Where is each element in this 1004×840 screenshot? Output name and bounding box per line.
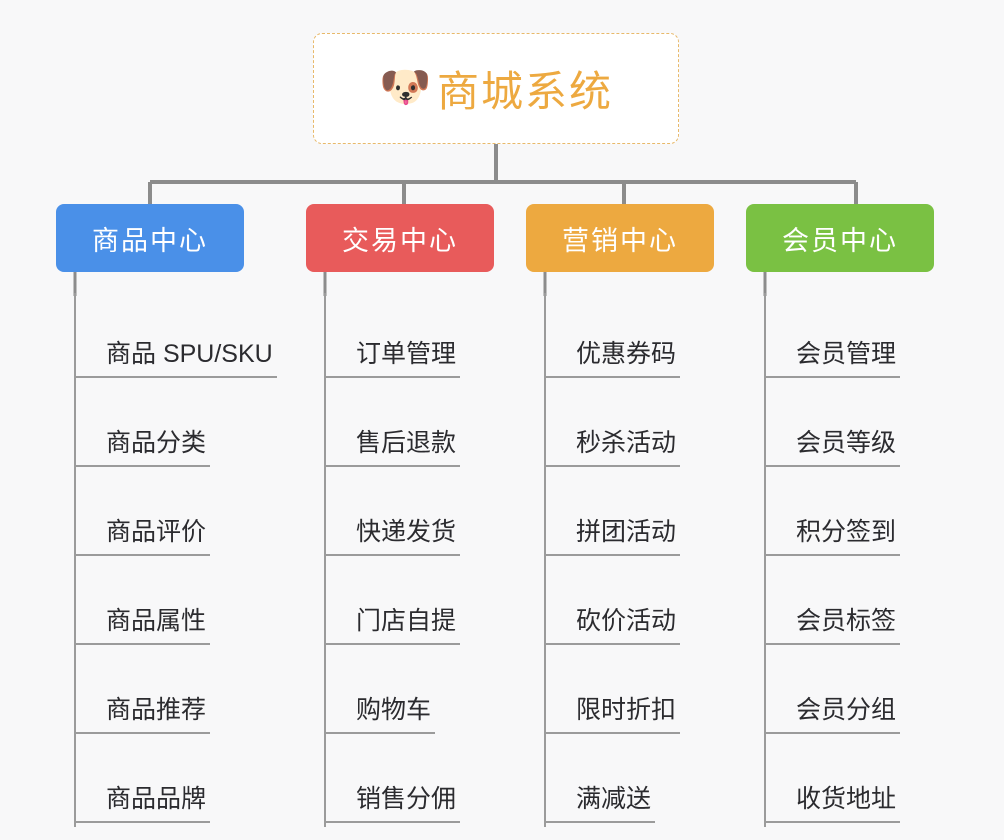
branch-column-商品中心: 商品中心 商品 SPU/SKU 商品分类 商品评价 商品属性 商品推荐 商品品牌	[56, 204, 306, 827]
branch-header-label: 商品中心	[92, 225, 208, 256]
branch-header-label: 交易中心	[342, 225, 458, 256]
leaf-item[interactable]: 砍价活动	[546, 560, 746, 649]
leaf-item[interactable]: 门店自提	[326, 560, 526, 649]
leaf-label: 秒杀活动	[546, 423, 681, 467]
leaf-item[interactable]: 会员等级	[766, 382, 966, 471]
leaf-label: 会员标签	[766, 601, 901, 645]
leaf-item[interactable]: 销售分佣	[326, 738, 526, 827]
leaf-list-3: 会员管理 会员等级 积分签到 会员标签 会员分组 收货地址	[764, 293, 966, 827]
branch-header-0[interactable]: 商品中心	[56, 204, 244, 272]
leaf-item[interactable]: 积分签到	[766, 471, 966, 560]
leaf-label: 商品分类	[76, 423, 211, 467]
leaf-label: 限时折扣	[546, 690, 681, 734]
leaf-label: 销售分佣	[326, 779, 461, 823]
leaf-label: 订单管理	[326, 334, 461, 378]
leaf-label: 购物车	[326, 690, 436, 734]
leaf-list-1: 订单管理 售后退款 快递发货 门店自提 购物车 销售分佣	[324, 293, 526, 827]
leaf-label: 商品评价	[76, 512, 211, 556]
leaf-item[interactable]: 拼团活动	[546, 471, 746, 560]
leaf-item[interactable]: 商品属性	[76, 560, 306, 649]
branch-column-会员中心: 会员中心 会员管理 会员等级 积分签到 会员标签 会员分组 收货地址	[746, 204, 966, 827]
leaf-label: 收货地址	[766, 779, 901, 823]
leaf-item[interactable]: 商品推荐	[76, 649, 306, 738]
leaf-item[interactable]: 秒杀活动	[546, 382, 746, 471]
leaf-item[interactable]: 满减送	[546, 738, 746, 827]
leaf-label: 会员分组	[766, 690, 901, 734]
leaf-label: 商品品牌	[76, 779, 211, 823]
branch-header-2[interactable]: 营销中心	[526, 204, 714, 272]
leaf-item[interactable]: 商品品牌	[76, 738, 306, 827]
root-node[interactable]: 🐶 商城系统	[313, 33, 679, 144]
leaf-item[interactable]: 商品评价	[76, 471, 306, 560]
leaf-item[interactable]: 商品分类	[76, 382, 306, 471]
leaf-item[interactable]: 会员分组	[766, 649, 966, 738]
leaf-label: 满减送	[546, 779, 656, 823]
leaf-label: 拼团活动	[546, 512, 681, 556]
leaf-item[interactable]: 购物车	[326, 649, 526, 738]
leaf-item[interactable]: 收货地址	[766, 738, 966, 827]
branch-column-营销中心: 营销中心 优惠券码 秒杀活动 拼团活动 砍价活动 限时折扣 满减送	[526, 204, 746, 827]
leaf-label: 门店自提	[326, 601, 461, 645]
leaf-list-0: 商品 SPU/SKU 商品分类 商品评价 商品属性 商品推荐 商品品牌	[74, 293, 306, 827]
root-title: 商城系统	[436, 68, 613, 115]
leaf-label: 积分签到	[766, 512, 901, 556]
leaf-label: 商品推荐	[76, 690, 211, 734]
branch-column-交易中心: 交易中心 订单管理 售后退款 快递发货 门店自提 购物车 销售分佣	[306, 204, 526, 827]
leaf-label: 会员管理	[766, 334, 901, 378]
leaf-label: 商品 SPU/SKU	[76, 334, 277, 378]
leaf-item[interactable]: 商品 SPU/SKU	[76, 293, 306, 382]
leaf-item[interactable]: 订单管理	[326, 293, 526, 382]
leaf-label: 砍价活动	[546, 601, 681, 645]
leaf-label: 商品属性	[76, 601, 211, 645]
branch-header-3[interactable]: 会员中心	[746, 204, 934, 272]
branch-header-1[interactable]: 交易中心	[306, 204, 494, 272]
branch-header-label: 营销中心	[562, 225, 678, 256]
leaf-label: 售后退款	[326, 423, 461, 467]
leaf-label: 优惠券码	[546, 334, 681, 378]
leaf-item[interactable]: 售后退款	[326, 382, 526, 471]
leaf-label: 快递发货	[326, 512, 461, 556]
leaf-label: 会员等级	[766, 423, 901, 467]
leaf-item[interactable]: 会员标签	[766, 560, 966, 649]
shiba-dog-face-icon: 🐶	[378, 62, 432, 110]
leaf-item[interactable]: 优惠券码	[546, 293, 746, 382]
leaf-item[interactable]: 会员管理	[766, 293, 966, 382]
branch-header-label: 会员中心	[782, 225, 898, 256]
leaf-item[interactable]: 快递发货	[326, 471, 526, 560]
leaf-item[interactable]: 限时折扣	[546, 649, 746, 738]
leaf-list-2: 优惠券码 秒杀活动 拼团活动 砍价活动 限时折扣 满减送	[544, 293, 746, 827]
